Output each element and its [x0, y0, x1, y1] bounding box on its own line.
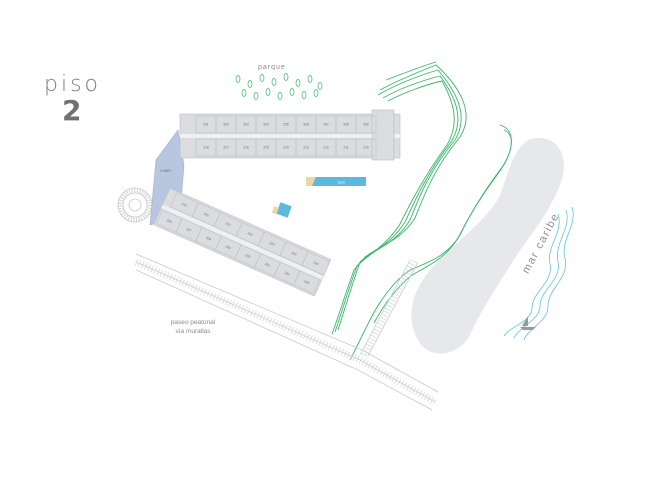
tree-icon	[307, 75, 313, 83]
promenade-label-line1: paseo peatonal	[170, 319, 216, 326]
building-north	[179, 109, 401, 161]
jacuzzi	[271, 202, 292, 218]
sea-area	[411, 137, 564, 354]
tree-icon	[301, 91, 307, 99]
unit-label: 223	[269, 241, 276, 247]
unit-label: 221	[225, 221, 232, 227]
unit-label: 215	[263, 146, 269, 150]
unit-label: 219	[181, 202, 188, 208]
promenade-label-line2: vía murallas	[175, 328, 211, 335]
unit-row-3: 219 220 221 222 223 224 225	[170, 192, 331, 276]
unit-label: 220	[203, 212, 210, 218]
unit-label: 217	[223, 146, 229, 150]
tree-icon	[247, 80, 253, 88]
lobby-label: LOBBY	[160, 169, 172, 173]
unit-label: 210	[363, 146, 369, 150]
tree-icon	[317, 82, 323, 90]
tree-icon	[259, 74, 265, 82]
sailboat-icon	[520, 316, 536, 330]
unit-225: 225	[301, 251, 331, 276]
tree-icon	[289, 88, 295, 96]
unit-row-2: 218 217 216 215 214 213 212 211 210	[195, 138, 377, 157]
unit-label: 209	[363, 123, 369, 127]
tree-icon	[277, 92, 283, 100]
unit-label: 229	[225, 244, 232, 250]
unit-label: 201	[203, 123, 209, 127]
unit-233: 233	[293, 270, 320, 294]
tree-icon	[283, 73, 289, 81]
park-label: parque	[258, 64, 286, 71]
unit-label: 225	[313, 260, 320, 266]
unit-label: 230	[245, 253, 252, 259]
unit-label: 233	[303, 279, 310, 285]
waves	[503, 206, 574, 341]
tree-icon	[253, 92, 259, 100]
unit-label: 214	[283, 146, 289, 150]
tree-icon	[295, 79, 301, 87]
unit-label: 218	[203, 146, 209, 150]
tree-icon	[265, 88, 271, 96]
unit-label: 213	[303, 146, 309, 150]
unit-label: 211	[343, 146, 348, 150]
unit-209: 209	[355, 115, 377, 134]
unit-label: 227	[186, 227, 193, 233]
floor-number: 2	[62, 94, 82, 127]
unit-row-1: 201 202 203 204 205 206 207 208 209	[195, 115, 377, 134]
unit-label: 216	[243, 146, 249, 150]
promenade-label: paseo peatonal vía murallas	[148, 318, 238, 336]
unit-row-4: 226 227 228 229 230 231 232 233	[156, 209, 320, 294]
tree-icon	[235, 75, 241, 83]
unit-210: 210	[355, 138, 377, 157]
tree-icon	[271, 78, 277, 86]
unit-label: 202	[223, 123, 229, 127]
unit-label: 212	[323, 146, 329, 150]
unit-label: 231	[264, 262, 271, 268]
unit-label: 204	[263, 123, 269, 127]
park-trees	[235, 73, 323, 100]
floor-label: piso	[44, 72, 101, 97]
unit-label: 208	[343, 123, 349, 127]
building-south: 219 220 221 222 223 224 225 226 227 228 229 230 231…	[153, 187, 332, 297]
unit-label: 207	[323, 123, 329, 127]
tree-icon	[241, 89, 247, 97]
unit-label: 226	[166, 218, 173, 224]
unit-label: 224	[291, 251, 298, 257]
unit-label: 222	[247, 231, 254, 237]
unit-label: 203	[243, 123, 249, 127]
pool-label: pool	[338, 181, 345, 185]
unit-label: 206	[303, 123, 309, 127]
pool: pool	[306, 177, 366, 186]
unit-label: 232	[284, 271, 291, 277]
unit-label: 228	[205, 236, 212, 242]
unit-label: 205	[283, 123, 289, 127]
tree-icon	[313, 89, 319, 97]
promenade-road	[134, 253, 439, 411]
roundabout-icon	[117, 187, 153, 223]
